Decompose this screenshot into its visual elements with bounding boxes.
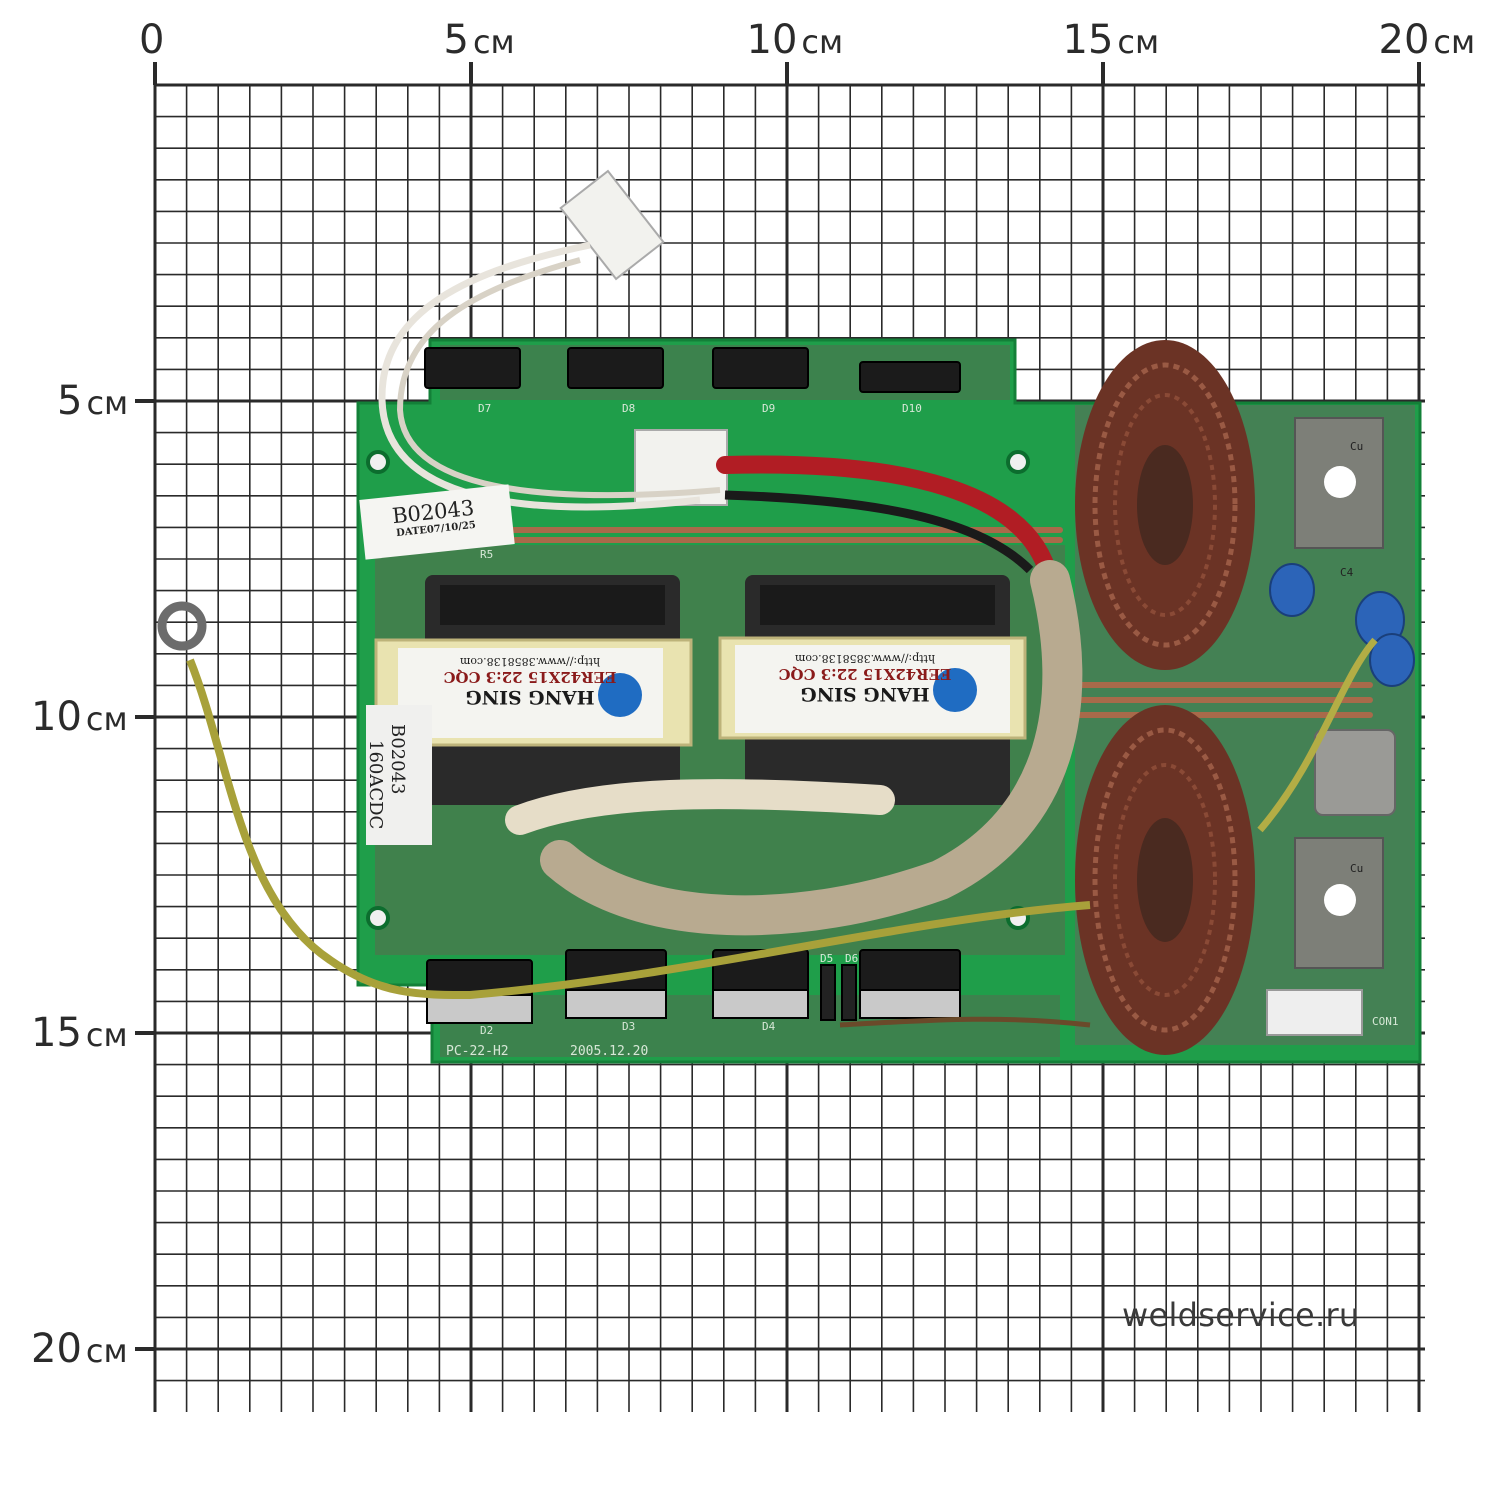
- copper-bus-bars: [507, 527, 1373, 718]
- sleeved-cable: [540, 560, 1083, 936]
- transformer-right: [718, 575, 1027, 805]
- white-wires: [378, 241, 701, 511]
- sleeved-cable: [505, 779, 895, 835]
- silk-d5: D5: [820, 952, 834, 965]
- x-axis-label-number: 5: [443, 17, 469, 63]
- transformer-right-label: HANG SING EER42X15 22:3 CQC http://www.3…: [740, 652, 990, 705]
- pcb-code-text: PC-22-H2: [446, 1044, 509, 1059]
- silk-c4: C4: [1340, 566, 1354, 579]
- transformer-model: EER42X15 22:3 CQC: [443, 668, 617, 686]
- brown-wire: [839, 1016, 1091, 1028]
- y-axis-label-unit: см: [86, 384, 129, 422]
- x-axis-label-unit: см: [801, 23, 844, 61]
- x-axis-label-number: 20: [1378, 17, 1430, 63]
- cu-terminals: [1294, 417, 1384, 969]
- x-axis-label-unit: см: [1433, 23, 1476, 61]
- red-wire: [716, 455, 1059, 589]
- silk-d6: D6: [845, 952, 859, 965]
- transformer-left-label: HANG SING EER42X15 22:3 CQC http://www.3…: [405, 655, 655, 708]
- y-axis-label-number: 20: [31, 1326, 82, 1372]
- y-axis-label-unit: см: [85, 1016, 128, 1054]
- side-sticker: [366, 705, 432, 845]
- side-sticker-model-text: 160ACDC: [365, 740, 386, 830]
- y-axis-label-number: 5: [57, 378, 83, 424]
- silk-cu-top: Cu: [1350, 440, 1364, 453]
- silk-d4: D4: [762, 1020, 776, 1033]
- x-axis-label-unit: см: [1117, 23, 1160, 61]
- silk-d9: D9: [762, 402, 776, 415]
- transformer-url: http://www.3858138.com: [794, 652, 936, 665]
- connector-con1: [1266, 989, 1363, 1036]
- white-wires: [396, 257, 721, 499]
- mounting-hole: [366, 906, 390, 930]
- x-axis-label: 0: [139, 20, 164, 60]
- watermark: weldservice.ru: [1122, 1296, 1360, 1334]
- silk-d7: D7: [478, 402, 492, 415]
- silk-d3: D3: [622, 1020, 636, 1033]
- toroid-top: [1075, 340, 1255, 670]
- side-sticker-id-text: B02043: [387, 724, 408, 795]
- mounting-hole: [366, 450, 390, 474]
- y-axis-label-number: 10: [31, 694, 82, 740]
- x-axis-label-unit: см: [472, 23, 515, 61]
- id-sticker: [359, 484, 515, 560]
- pcb-date-text: 2005.12.20: [570, 1044, 649, 1059]
- silk-d8: D8: [622, 402, 636, 415]
- x-axis-label-number: 0: [139, 17, 165, 63]
- ground-wire: [186, 658, 1091, 1000]
- transformer-left: [374, 575, 693, 805]
- mounting-hole: [1006, 450, 1030, 474]
- x-axis-label-number: 10: [746, 17, 798, 63]
- silk-r5: R5: [480, 548, 494, 561]
- transformer-url: http://www.3858138.com: [459, 655, 601, 668]
- black-wire: [724, 490, 1034, 574]
- toroid-bottom: [1075, 705, 1255, 1055]
- silk-con1: CON1: [1372, 1015, 1399, 1028]
- ring-terminal: [157, 601, 207, 651]
- silk-cu-bottom: Cu: [1350, 862, 1364, 875]
- silk-d10: D10: [902, 402, 922, 415]
- ground-wire: [1257, 637, 1378, 833]
- transformer-brand: HANG SING: [800, 683, 930, 705]
- diode-row-top: [424, 347, 961, 393]
- transformer-model: EER42X15 22:3 CQC: [778, 665, 952, 683]
- blue-capacitors: [1269, 563, 1415, 687]
- y-axis-label-unit: см: [85, 1332, 128, 1370]
- grey-component: [1314, 729, 1396, 816]
- transformer-brand: HANG SING: [465, 686, 595, 708]
- x-axis-label-number: 15: [1062, 17, 1114, 63]
- silk-d2: D2: [480, 1024, 494, 1037]
- y-axis-label-number: 15: [31, 1010, 82, 1056]
- y-axis-label-unit: см: [85, 700, 128, 738]
